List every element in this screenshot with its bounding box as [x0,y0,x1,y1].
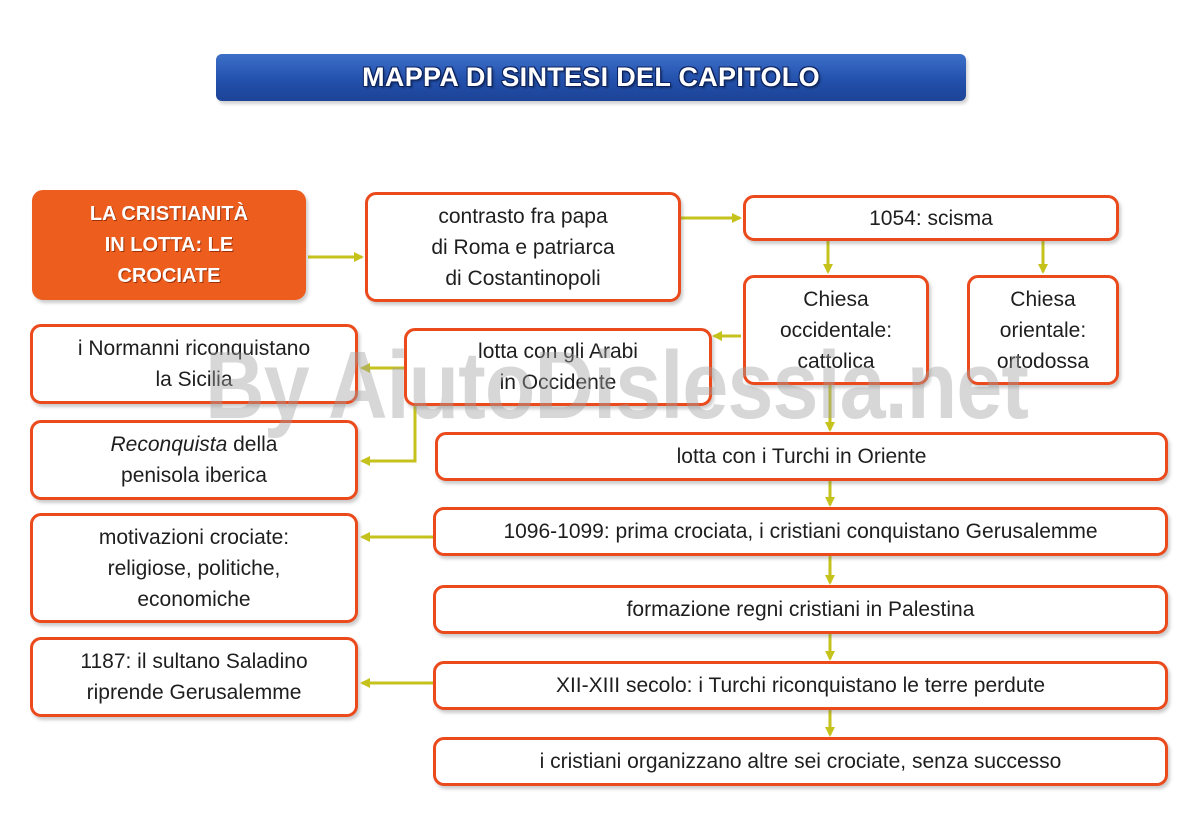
kingdoms-box: formazione regni cristiani in Palestina [433,585,1168,634]
western-church-box: Chiesa occidentale: cattolica [743,275,929,385]
arrow-arabs-to-reconquista [360,404,417,466]
schism-label: 1054: scisma [869,206,993,230]
topic-box: LA CRISTIANITÀ IN LOTTA: LE CROCIATE [32,190,306,300]
title-banner: MAPPA DI SINTESI DEL CAPITOLO [216,54,966,101]
saladin-label: 1187: il sultano Saladino riprende Gerus… [80,650,308,704]
motivations-label: motivazioni crociate: religiose, politic… [98,525,290,611]
western-church-label: Chiesa occidentale: cattolica [779,287,893,373]
schism-box: 1054: scisma [743,195,1119,241]
contrast-box: contrasto fra papa di Roma e patriarca d… [365,192,681,302]
first-crusade-box: 1096-1099: prima crociata, i cristiani c… [433,507,1168,556]
normans-box: i Normanni riconquistano la Sicilia [30,324,358,404]
map-title: MAPPA DI SINTESI DEL CAPITOLO [362,62,820,92]
contrast-label: contrasto fra papa di Roma e patriarca d… [431,204,615,290]
saladin-box: 1187: il sultano Saladino riprende Gerus… [30,637,358,717]
motivations-box: motivazioni crociate: religiose, politic… [30,513,358,623]
arabs-west-label: lotta con gli Arabi in Occidente [478,340,638,394]
arabs-west-box: lotta con gli Arabi in Occidente [404,328,712,406]
other-crusades-box: i cristiani organizzano altre sei crocia… [433,737,1168,786]
first-crusade-label: 1096-1099: prima crociata, i cristiani c… [503,520,1098,543]
eastern-church-box: Chiesa orientale: ortodossa [967,275,1119,385]
reconquista-label: Reconquista della penisola iberica [111,429,278,491]
eastern-church-label: Chiesa orientale: ortodossa [996,287,1090,373]
topic-label: LA CRISTIANITÀ IN LOTTA: LE CROCIATE [89,202,249,287]
kingdoms-label: formazione regni cristiani in Palestina [626,598,975,621]
reconquista-term: Reconquista [110,433,228,456]
reconquista-rest: della penisola iberica [121,433,278,487]
reconquest-turks-label: XII-XIII secolo: i Turchi riconquistano … [555,674,1046,697]
reconquista-box: Reconquista della penisola iberica [30,420,358,500]
reconquest-turks-box: XII-XIII secolo: i Turchi riconquistano … [433,661,1168,710]
normans-label: i Normanni riconquistano la Sicilia [77,337,311,391]
turks-east-label: lotta con i Turchi in Oriente [676,445,927,468]
turks-east-box: lotta con i Turchi in Oriente [435,432,1168,481]
other-crusades-label: i cristiani organizzano altre sei crocia… [539,750,1062,773]
